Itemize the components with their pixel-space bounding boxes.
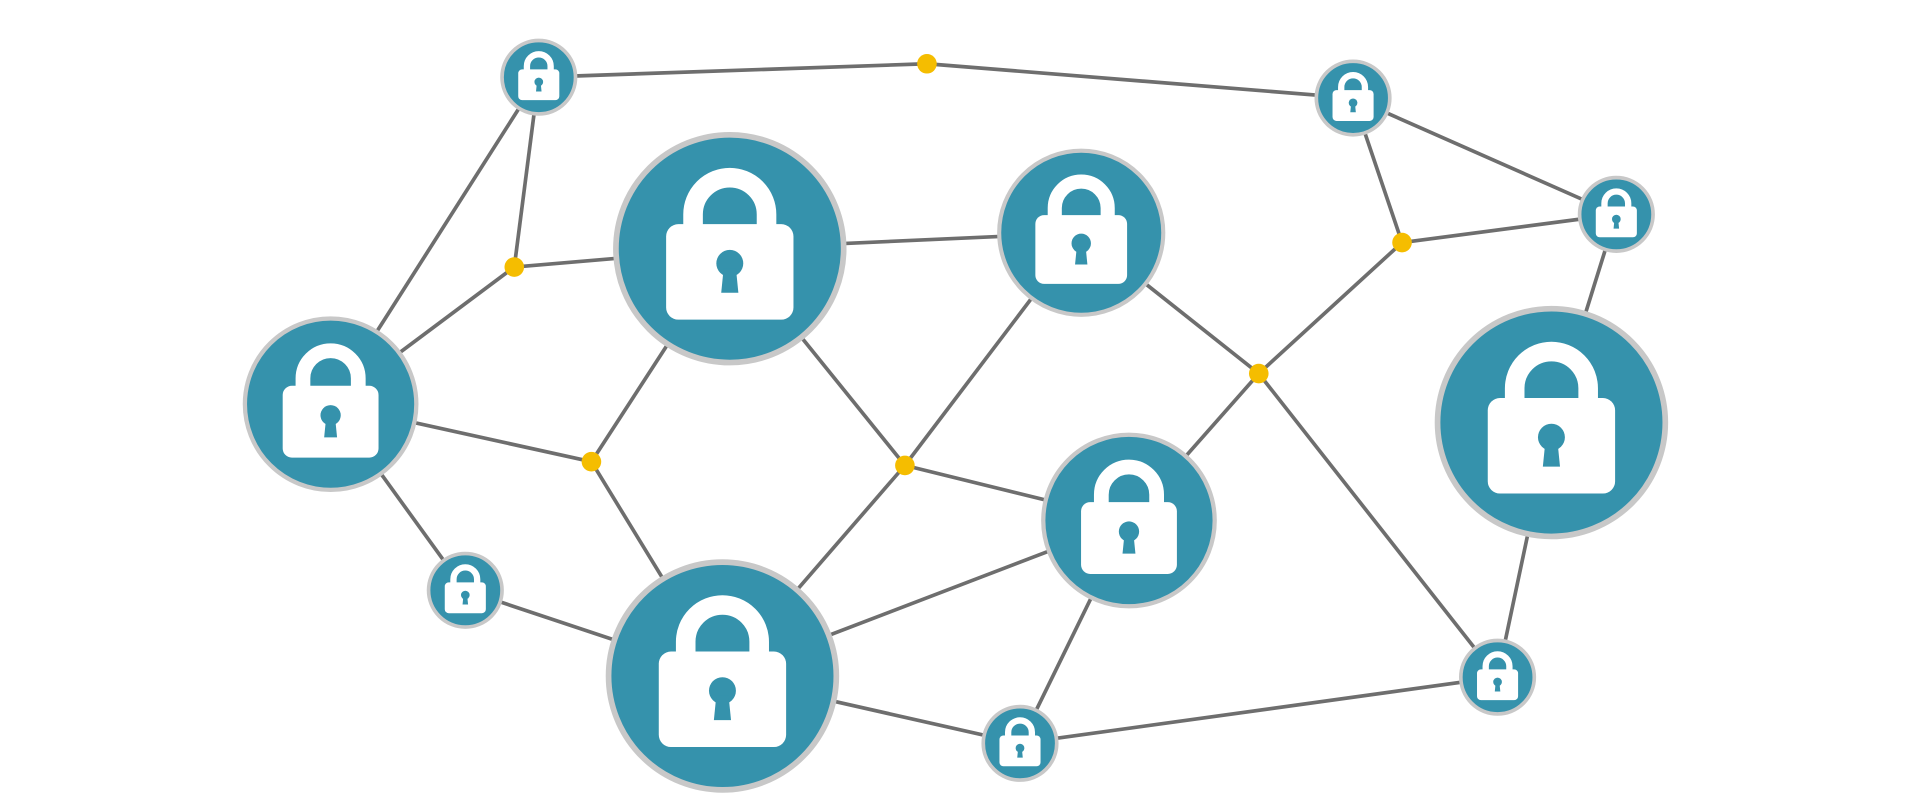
lock-node	[997, 148, 1166, 317]
connection-line	[1352, 96, 1618, 217]
padlock-icon	[999, 717, 1041, 767]
padlock-icon	[1035, 174, 1128, 284]
connection-line	[1257, 372, 1499, 679]
connection-line	[1019, 675, 1498, 746]
lock-node	[1458, 638, 1537, 716]
lock-node	[426, 551, 504, 629]
connections	[329, 61, 1619, 746]
connection-line	[1257, 241, 1404, 375]
padlock-icon	[658, 595, 787, 748]
padlock-icon	[1477, 651, 1519, 701]
padlock-icon	[1081, 459, 1177, 574]
padlock-icon	[666, 167, 794, 320]
padlock-icon	[1595, 188, 1637, 238]
connection-line	[926, 61, 1354, 100]
lock-node	[613, 131, 847, 366]
lock-node	[1314, 59, 1392, 137]
junction-dot	[504, 257, 525, 277]
junctions	[504, 53, 1412, 476]
junction-dot	[1248, 363, 1269, 384]
padlock-icon	[518, 51, 560, 101]
lock-node	[500, 38, 578, 116]
junction-dot	[917, 53, 937, 74]
padlock-icon	[282, 343, 379, 458]
padlock-icon	[1332, 72, 1374, 121]
lock-node	[1041, 432, 1217, 609]
lock-nodes	[242, 38, 1669, 793]
junction-dot	[1392, 232, 1412, 253]
lock-node	[605, 559, 840, 793]
padlock-icon	[1487, 341, 1616, 494]
lock-node	[1577, 175, 1655, 253]
padlock-icon	[444, 564, 486, 614]
junction-dot	[581, 451, 602, 472]
lock-node	[981, 704, 1059, 782]
lock-node	[1434, 305, 1669, 540]
lock-node	[242, 316, 419, 493]
connection-line	[538, 61, 928, 80]
junction-dot	[895, 455, 915, 476]
